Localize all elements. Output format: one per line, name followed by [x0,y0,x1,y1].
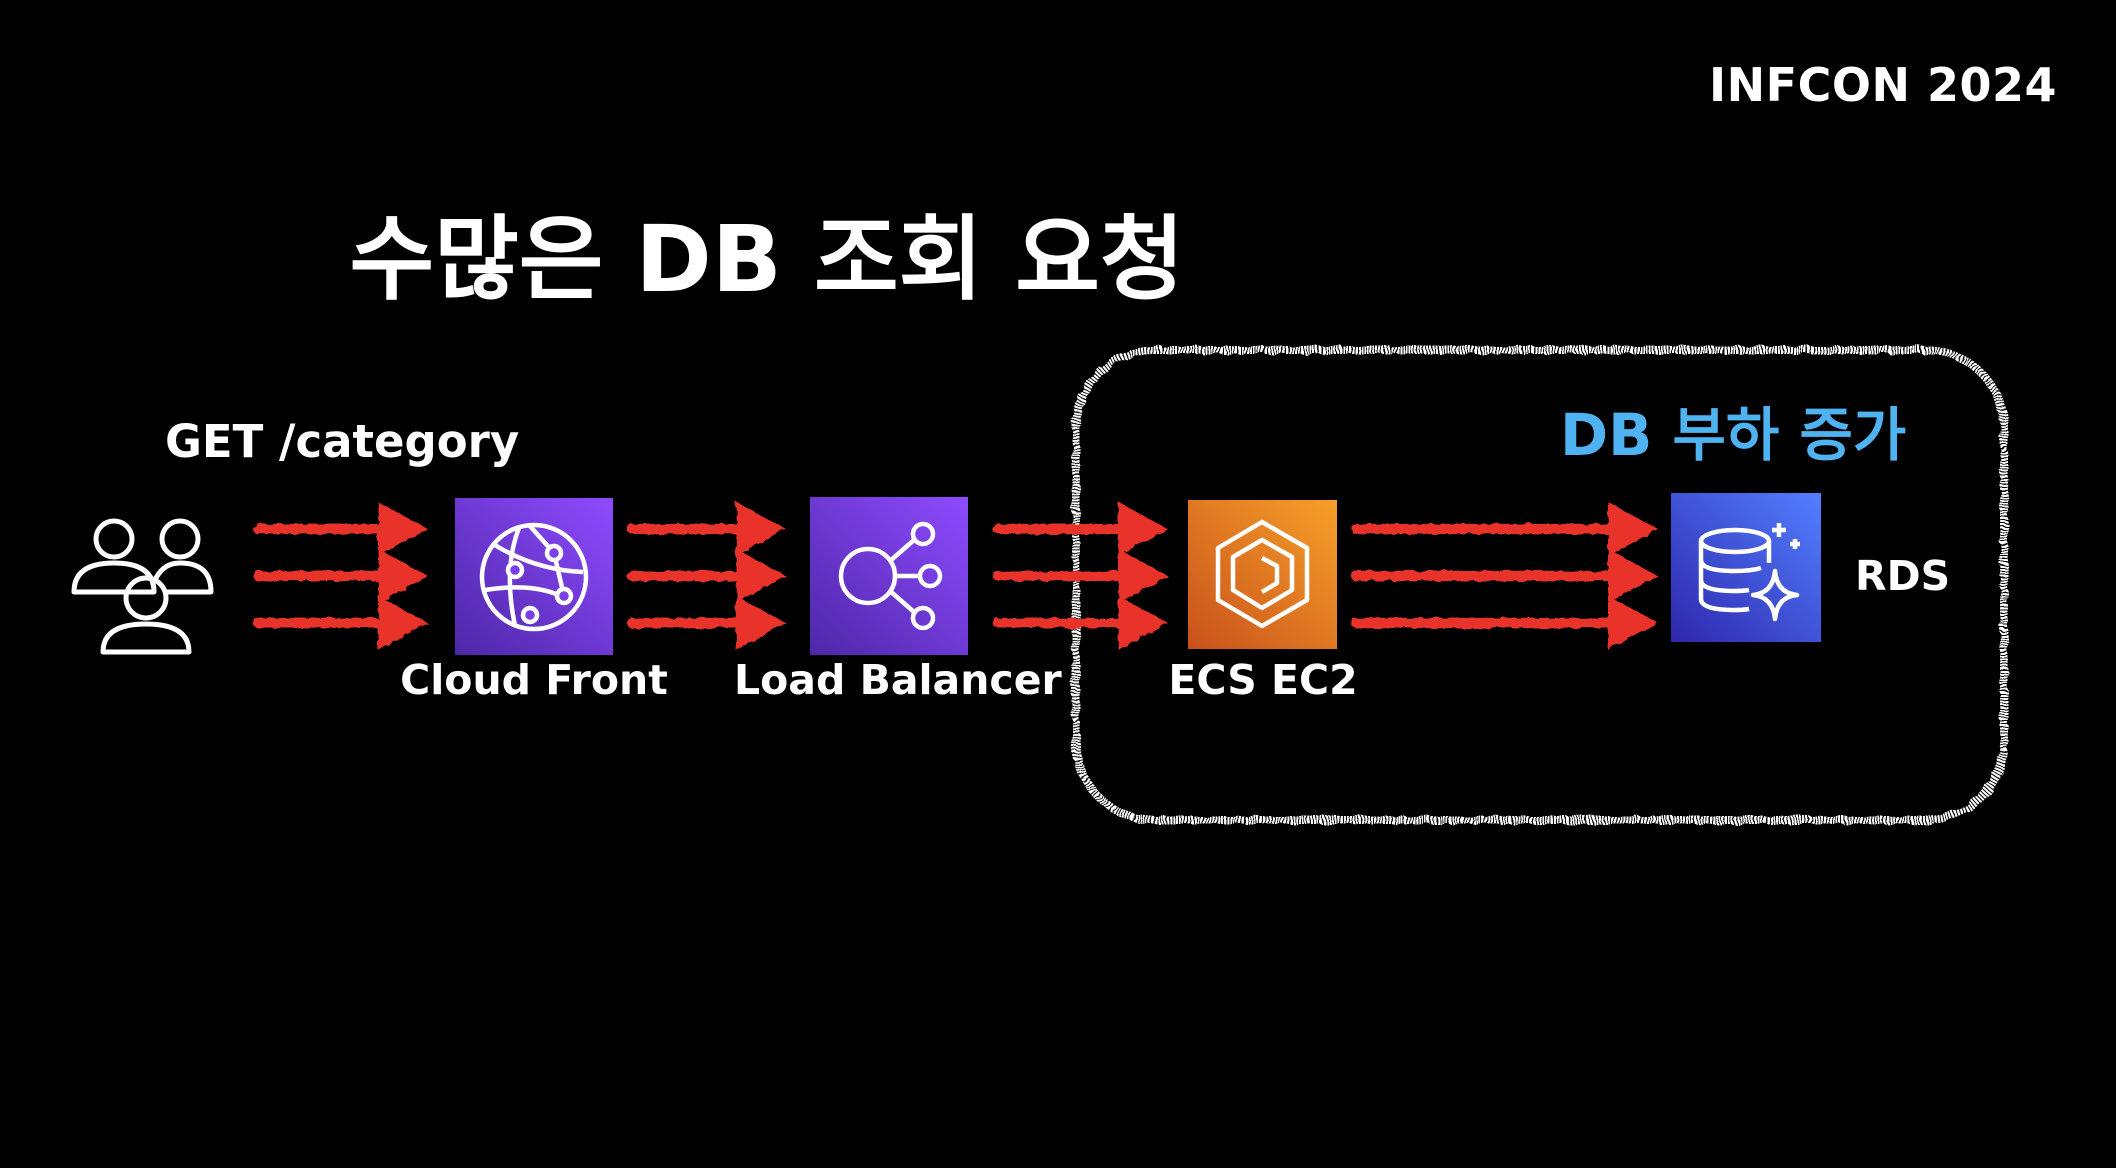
slide-title: 수많은 DB 조회 요청 [349,206,1185,313]
arrows-load-balancer-to-ecs [993,502,1168,650]
rds-node [1671,493,1821,642]
rds-label: RDS [1855,552,1951,600]
cloudfront-label: Cloud Front [400,656,668,704]
db-load-highlight-frame [1072,346,2008,824]
db-load-label: DB 부하 증가 [1560,401,1907,469]
load-balancer-label: Load Balancer [734,656,1062,704]
ecs-label: ECS EC2 [1168,656,1358,704]
users-icon [71,518,214,655]
event-label: INFCON 2024 [1709,58,2057,112]
arrows-users-to-cloudfront [253,502,428,650]
cloudfront-node [455,498,613,655]
load-balancer-icon [838,521,943,631]
arrows-cloudfront-to-load-balancer [627,502,786,650]
request-label: GET /category [165,415,520,468]
rds-icon [1698,523,1800,622]
cloudfront-icon [479,522,589,632]
arrows-ecs-to-rds [1351,502,1658,650]
request-arrows [253,502,1658,650]
ecs-node [1188,500,1337,649]
ecs-icon [1215,519,1310,629]
load-balancer-node [810,497,968,655]
